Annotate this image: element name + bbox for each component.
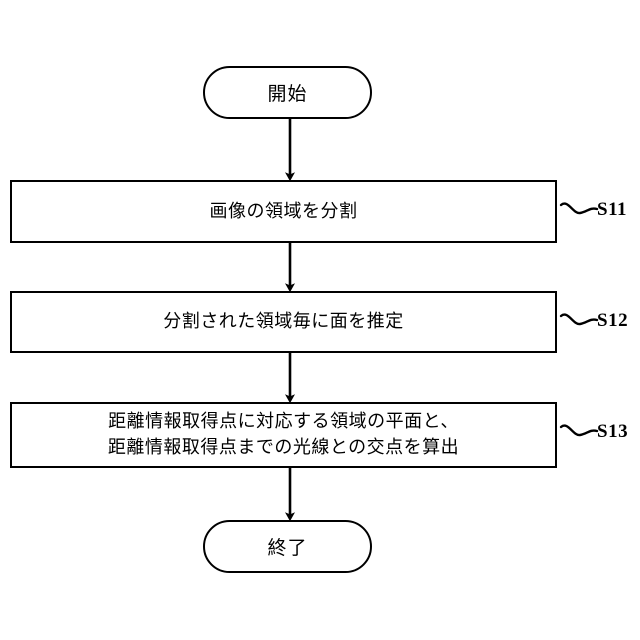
leader-line-s13: [559, 424, 599, 437]
step-label-s11: S11: [597, 199, 628, 220]
process-node-s13: 距離情報取得点に対応する領域の平面と、 距離情報取得点までの光線との交点を算出: [10, 402, 557, 468]
process-node-s13-line-2: 距離情報取得点までの光線との交点を算出: [107, 437, 460, 458]
step-label-s13: S13: [597, 421, 629, 442]
process-node-s12-text: 分割された領域毎に面を推定: [163, 309, 404, 335]
end-node-label: 終了: [267, 537, 308, 559]
leader-line-s11: [559, 202, 599, 215]
start-node-label: 開始: [267, 83, 308, 105]
leader-line-s12: [559, 313, 599, 326]
process-node-s11: 画像の領域を分割: [10, 180, 557, 243]
process-node-s12-line-1: 分割された領域毎に面を推定: [163, 311, 404, 333]
end-terminator-node: 終了: [203, 520, 372, 573]
process-node-s12: 分割された領域毎に面を推定: [10, 291, 557, 353]
process-node-s11-line-1: 画像の領域を分割: [209, 200, 358, 222]
process-node-s13-line-1: 距離情報取得点に対応する領域の平面と、: [108, 411, 459, 433]
step-label-s12: S12: [597, 310, 629, 331]
process-node-s11-text: 画像の領域を分割: [210, 199, 358, 225]
process-node-s13-text: 距離情報取得点に対応する領域の平面と、 距離情報取得点までの光線との交点を算出: [108, 409, 459, 460]
start-terminator-node: 開始: [203, 66, 372, 119]
